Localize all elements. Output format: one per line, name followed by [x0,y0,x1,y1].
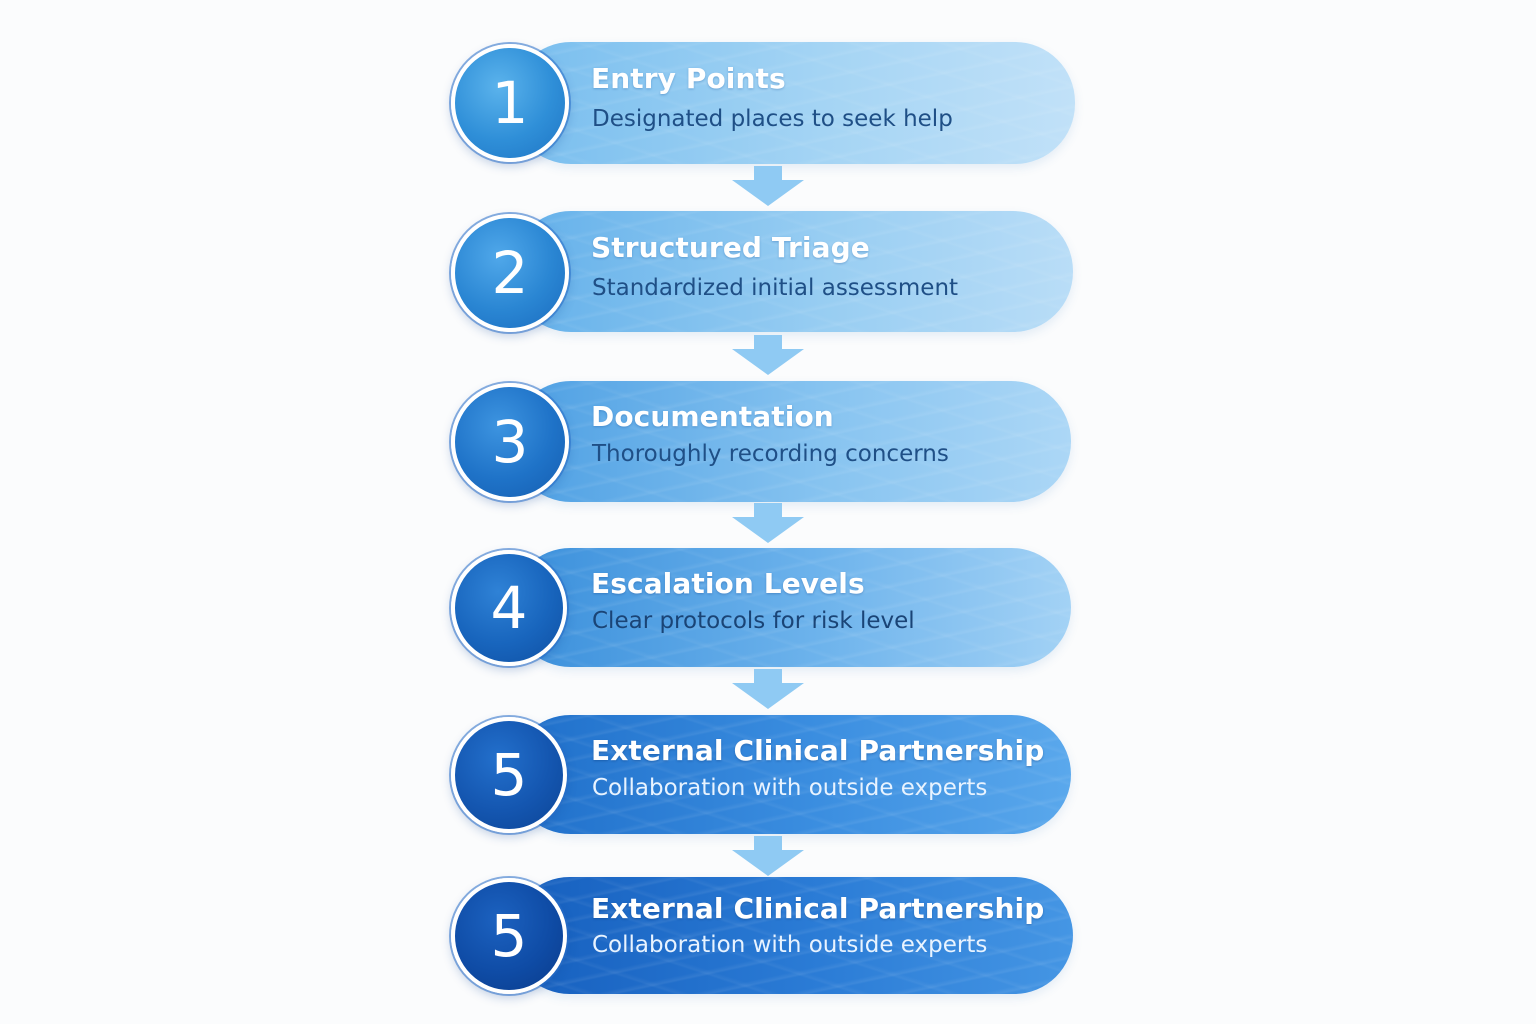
step-description: Standardized initial assessment [592,275,959,301]
step-title: Entry Points [591,62,786,95]
step-number: 3 [491,408,529,476]
down-arrow-icon [732,669,804,709]
process-step-1: 1 Entry Points Designated places to seek… [451,42,1075,166]
step-banner [511,42,1075,164]
step-number-badge: 2 [451,214,569,332]
step-number-badge: 5 [451,717,567,833]
step-number: 2 [491,239,529,307]
step-banner [511,381,1071,502]
step-number-badge: 1 [451,44,569,162]
step-description: Collaboration with outside experts [592,932,988,958]
process-step-4: 4 Escalation Levels Clear protocols for … [451,548,1075,670]
step-banner [511,715,1071,834]
step-number: 5 [490,902,528,970]
step-banner [511,211,1073,332]
process-step-3: 3 Documentation Thoroughly recording con… [451,381,1075,505]
process-step-5: 5 External Clinical Partnership Collabor… [451,715,1075,837]
step-number: 5 [490,741,528,809]
down-arrow-icon [732,836,804,876]
step-number-badge: 5 [451,878,567,994]
step-description: Collaboration with outside experts [592,775,988,801]
step-description: Clear protocols for risk level [592,608,915,634]
step-number-badge: 4 [451,550,567,666]
process-step-6: 5 External Clinical Partnership Collabor… [451,877,1075,997]
down-arrow-icon [732,166,804,206]
step-description: Designated places to seek help [592,106,953,132]
process-step-2: 2 Structured Triage Standardized initial… [451,211,1075,335]
down-arrow-icon [732,503,804,543]
step-number: 1 [491,69,529,137]
down-arrow-icon [732,335,804,375]
step-banner [511,877,1073,994]
step-title: Documentation [591,400,834,433]
step-title: Escalation Levels [591,567,865,600]
step-number-badge: 3 [451,383,569,501]
step-description: Thoroughly recording concerns [592,441,949,467]
step-title: Structured Triage [591,231,870,264]
step-banner [511,548,1071,667]
step-title: External Clinical Partnership [591,734,1045,767]
step-number: 4 [490,574,528,642]
step-title: External Clinical Partnership [591,892,1045,925]
